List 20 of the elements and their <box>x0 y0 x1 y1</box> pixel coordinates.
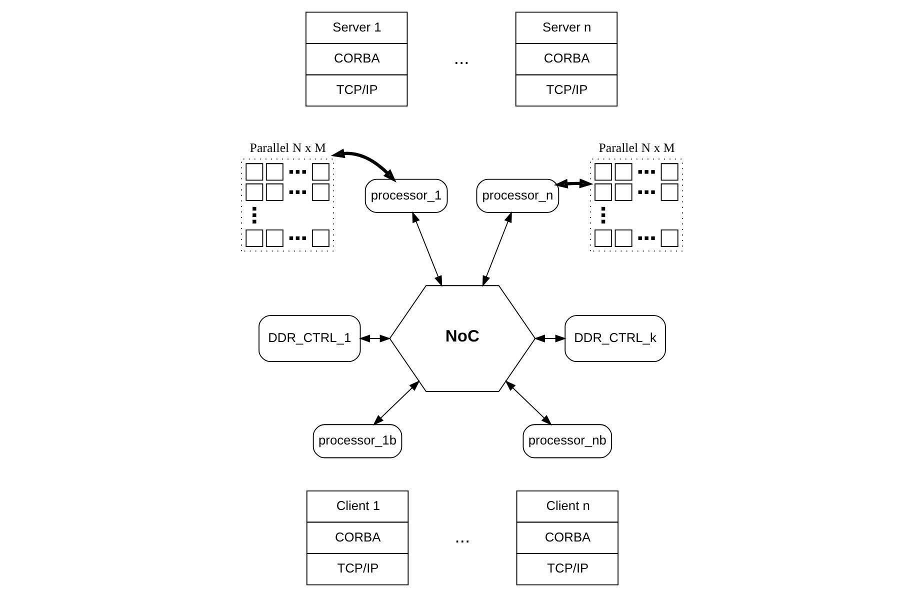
node-box: DDR_CTRL_k <box>564 315 666 362</box>
arrow <box>359 334 391 342</box>
label: ... <box>454 46 470 68</box>
arrow <box>412 211 442 287</box>
arrow <box>330 148 396 183</box>
arrow <box>372 380 420 426</box>
node-box: processor_nb <box>522 424 612 458</box>
arrow <box>505 380 552 426</box>
node-box <box>590 158 683 252</box>
arrow <box>482 211 512 287</box>
node-box <box>241 158 334 252</box>
arrow <box>534 334 566 342</box>
node-label: Parallel N x M <box>250 140 326 155</box>
node-label: Parallel N x M <box>598 140 675 155</box>
label: ... <box>454 525 470 546</box>
node-box: processor_1b <box>312 424 402 458</box>
node-box: processor_n <box>476 178 560 213</box>
arrow <box>554 178 594 189</box>
node-box: DDR_CTRL_1 <box>258 315 361 362</box>
node-box: processor_1 <box>364 178 448 213</box>
